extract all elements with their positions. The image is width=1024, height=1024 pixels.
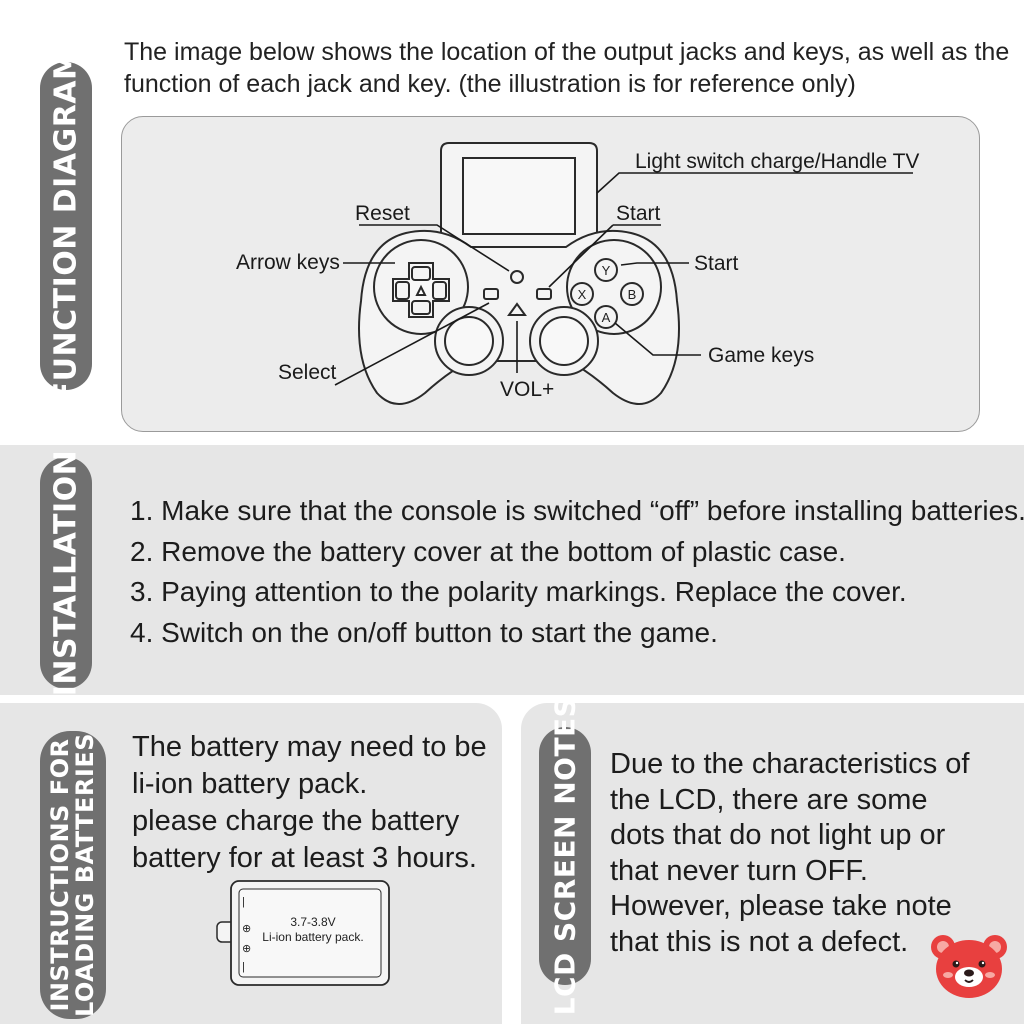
lcd-line: dots that do not light up or xyxy=(610,819,946,851)
leader-select xyxy=(334,302,490,386)
vol-button xyxy=(507,302,527,316)
svg-text:⊕: ⊕ xyxy=(242,943,251,955)
battery-label-text: INSTRUCTIONS FOR LOADING BATTERIES xyxy=(45,732,99,1018)
button-b xyxy=(620,282,644,306)
battery-pack-icon: | ⊕ ⊕ | 3.7-3.8V Li-ion battery pack. xyxy=(216,880,390,986)
battery-line: please charge the battery xyxy=(132,805,460,837)
lcd-notes: Due to the characteristics of the LCD, t… xyxy=(610,747,1010,960)
battery-type: Li-ion battery pack. xyxy=(262,930,363,944)
callout-select: Select xyxy=(278,361,337,384)
lcd-section: LCD SCREEN NOTES Due to the characterist… xyxy=(521,697,1024,1024)
callout-start-top: Start xyxy=(616,202,661,225)
callout-vol: VOL+ xyxy=(500,378,554,401)
leader-reset xyxy=(359,224,510,272)
installation-step: 2. Remove the battery cover at the botto… xyxy=(130,535,846,567)
intro-line-1: The image below shows the location of th… xyxy=(124,38,1010,66)
installation-section: INSTALLATION 1. Make sure that the conso… xyxy=(0,445,1024,696)
battery-label-line-2: LOADING BATTERIES xyxy=(71,732,99,1018)
button-b-label: B xyxy=(628,287,637,302)
callout-arrow-keys: Arrow keys xyxy=(236,251,340,274)
select-button xyxy=(483,288,499,300)
installation-steps: 1. Make sure that the console is switche… xyxy=(130,491,1024,653)
reset-button xyxy=(510,270,524,284)
button-x-label: X xyxy=(578,287,587,302)
intro-line-2: function of each jack and key. (the illu… xyxy=(124,70,856,98)
svg-text:|: | xyxy=(242,961,245,973)
lcd-label-text: LCD SCREEN NOTES xyxy=(548,696,582,1016)
callout-light-switch: Light switch charge/Handle TV xyxy=(635,150,919,173)
lcd-line: the LCD, there are some xyxy=(610,783,928,816)
gamepad-icon: Y X B A Light switch charge/Handle TV Re… xyxy=(236,142,919,405)
bear-mascot-icon xyxy=(931,935,1007,998)
function-diagram-section: FUNCTION DIAGRAM The image below shows t… xyxy=(0,0,1024,445)
installation-step: 4. Switch on the on/off button to start … xyxy=(130,616,718,648)
battery-voltage: 3.7-3.8V xyxy=(290,915,335,929)
battery-line: The battery may need to be xyxy=(132,731,487,763)
battery-line: battery for at least 3 hours. xyxy=(132,842,477,874)
callout-start-right: Start xyxy=(694,252,739,275)
lcd-screen xyxy=(462,157,576,235)
button-y-label: Y xyxy=(602,263,611,278)
battery-line: li-ion battery pack. xyxy=(132,768,368,800)
battery-label: INSTRUCTIONS FOR LOADING BATTERIES xyxy=(40,731,106,1019)
button-x xyxy=(570,282,594,306)
leader-start-top xyxy=(548,224,661,288)
battery-label-line-1: INSTRUCTIONS FOR xyxy=(45,738,74,1012)
function-diagram-label-text: FUNCTION DIAGRAM xyxy=(48,49,84,403)
leader-game-keys xyxy=(614,322,701,356)
installation-step: 1. Make sure that the console is switche… xyxy=(130,495,1024,526)
callout-reset: Reset xyxy=(355,202,410,225)
installation-step: 3. Paying attention to the polarity mark… xyxy=(130,576,907,607)
installation-label: INSTALLATION xyxy=(40,450,92,696)
svg-text:⊕: ⊕ xyxy=(242,923,251,935)
button-a-label: A xyxy=(602,310,611,325)
lcd-label: LCD SCREEN NOTES xyxy=(539,697,591,1015)
leader-start-right xyxy=(620,262,689,266)
leader-light-switch xyxy=(596,172,913,194)
lcd-line: Due to the characteristics of xyxy=(610,748,970,780)
lcd-line: However, please take note xyxy=(610,890,952,922)
svg-text:|: | xyxy=(242,896,245,908)
callout-game-keys: Game keys xyxy=(708,344,814,367)
button-y xyxy=(594,258,618,282)
battery-instructions: The battery may need to be li-ion batter… xyxy=(132,729,492,877)
diagram-box: Y X B A Light switch charge/Handle TV Re… xyxy=(121,116,980,432)
installation-label-text: INSTALLATION xyxy=(48,449,84,697)
lcd-line: that never turn OFF. xyxy=(610,854,868,887)
button-a xyxy=(594,305,618,329)
start-button xyxy=(536,288,552,300)
function-diagram-label: FUNCTION DIAGRAM xyxy=(40,50,92,402)
battery-section: INSTRUCTIONS FOR LOADING BATTERIES The b… xyxy=(0,703,502,1024)
intro-text: The image below shows the location of th… xyxy=(124,36,1010,100)
lcd-line: that this is not a defect. xyxy=(610,925,909,958)
